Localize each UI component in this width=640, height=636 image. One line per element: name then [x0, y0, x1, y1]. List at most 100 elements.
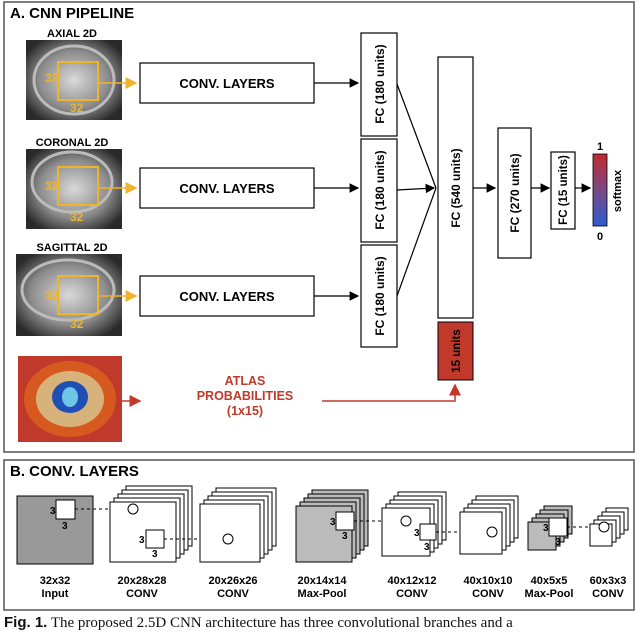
softmax-colorbar — [592, 153, 608, 227]
layer-type-1: CONV — [126, 588, 158, 600]
conv1-kernel-v: 3 — [139, 535, 145, 546]
conv3-neuron — [400, 515, 412, 527]
sagittal-patch-box — [57, 275, 99, 315]
layer-type-3: Max-Pool — [298, 588, 347, 600]
axial-patch-box — [57, 61, 99, 101]
panel-b: B. CONV. LAYERS 3 3 3 3 — [3, 459, 635, 611]
branch-axial: AXIAL 2D 32 32 CONV. LAYERS FC (180 unit… — [26, 28, 398, 137]
panel-a-title: A. CNN PIPELINE — [10, 5, 134, 22]
pool2-stack: 3 3 — [527, 505, 573, 551]
coronal-brain-contour — [30, 150, 114, 214]
merge-line-sagittal — [396, 187, 437, 297]
conv5-stack — [589, 507, 629, 547]
merge-lines — [396, 83, 437, 297]
conv2-neuron — [222, 533, 234, 545]
sagittal-size-h: 32 — [70, 317, 84, 331]
layer-type-0: Input — [42, 588, 69, 600]
pool2-kernel — [548, 517, 568, 537]
sagittal-label: SAGITTAL 2D — [36, 242, 107, 254]
fc270-label: FC (270 units) — [508, 153, 522, 232]
conv3-stack: 3 3 — [381, 491, 447, 557]
softmax-top: 1 — [597, 141, 603, 153]
layer-dims-5: 40x10x10 — [464, 575, 513, 587]
pool2-kernel-v: 3 — [543, 523, 549, 534]
conv1-kernel — [145, 529, 165, 549]
atlas-arrow-right — [322, 383, 461, 402]
axial-conv-label: CONV. LAYERS — [179, 76, 274, 91]
axial-mri-image — [26, 40, 122, 120]
atlas-core — [62, 387, 78, 407]
sagittal-brain-contour — [20, 258, 116, 322]
caption-text: The proposed 2.5D CNN architecture has t… — [50, 615, 513, 631]
branch-coronal: CORONAL 2D 32 32 CONV. LAYERS FC (180 un… — [26, 137, 398, 243]
axial-brain-contour — [32, 44, 116, 116]
layer-type-7: CONV — [592, 588, 624, 600]
conv3-kernel-v: 3 — [414, 528, 420, 539]
softmax-bottom: 0 — [597, 231, 603, 243]
input-kernel — [55, 499, 76, 520]
pool2-kernel-h: 3 — [555, 537, 561, 548]
input-kernel-v: 3 — [50, 506, 56, 517]
input-kernel-h: 3 — [62, 521, 68, 532]
conv2-stack — [199, 487, 277, 563]
conv3-kernel-h: 3 — [424, 542, 430, 553]
sagittal-fc-label: FC (180 units) — [373, 256, 387, 335]
caption-prefix: Fig. 1. — [4, 614, 48, 631]
sagittal-size-v: 32 — [45, 288, 59, 302]
layer-dims-3: 20x14x14 — [298, 575, 348, 587]
coronal-fc-label: FC (180 units) — [373, 150, 387, 229]
coronal-conv-label: CONV. LAYERS — [179, 181, 274, 196]
pool1-kernel — [335, 511, 355, 531]
branch-sagittal: SAGITTAL 2D 32 32 CONV. LAYERS FC (180 u… — [16, 242, 398, 348]
figure-caption: Fig. 1. The proposed 2.5D CNN architectu… — [4, 614, 640, 632]
sagittal-conv-label: CONV. LAYERS — [179, 289, 274, 304]
pool1-kernel-v: 3 — [330, 517, 336, 528]
fc540-label: FC (540 units) — [449, 148, 463, 227]
atlas-units-box — [437, 321, 474, 381]
softmax-label: softmax — [612, 169, 624, 212]
fc270-box — [497, 127, 532, 259]
sagittal-conv-box — [139, 275, 315, 317]
coronal-patch-box — [57, 166, 99, 206]
layer-type-2: CONV — [217, 588, 249, 600]
layer-dims-6: 40x5x5 — [531, 575, 568, 587]
axial-fc-label: FC (180 units) — [373, 44, 387, 123]
layer-dims-2: 20x26x26 — [209, 575, 258, 587]
atlas-units-label: 15 units — [451, 329, 463, 372]
coronal-size-v: 32 — [45, 179, 59, 193]
axial-size-h: 32 — [70, 101, 84, 115]
layer-type-4: CONV — [396, 588, 428, 600]
conv1-stack: 3 3 — [109, 485, 193, 563]
sagittal-mri-image — [16, 254, 122, 336]
panel-b-frame — [3, 459, 635, 611]
pool1-kernel-h: 3 — [342, 531, 348, 542]
coronal-fc-box — [360, 138, 398, 243]
coronal-label: CORONAL 2D — [36, 137, 109, 149]
axial-fc-box — [360, 32, 398, 137]
fc15-box — [550, 151, 576, 230]
layer-type-6: Max-Pool — [525, 588, 574, 600]
panel-b-title: B. CONV. LAYERS — [10, 463, 139, 480]
atlas-branch: ATLAS PROBABILITIES (1x15) 15 units — [18, 321, 474, 442]
axial-label: AXIAL 2D — [47, 28, 97, 40]
pool1-stack: 3 3 — [295, 489, 369, 563]
conv1-neuron — [127, 503, 139, 515]
coronal-conv-box — [139, 167, 315, 209]
input-square — [16, 495, 94, 565]
axial-size-v: 32 — [45, 71, 59, 85]
conv4-stack — [459, 495, 519, 555]
layer-dims-1: 20x28x28 — [118, 575, 167, 587]
coronal-size-h: 32 — [70, 210, 84, 224]
panel-a-frame — [3, 1, 635, 453]
layer-dims-7: 60x3x3 — [590, 575, 627, 587]
layer-dims-4: 40x12x12 — [388, 575, 437, 587]
conv5-neuron — [598, 521, 610, 533]
conv1-kernel-h: 3 — [152, 549, 158, 560]
sagittal-fc-box — [360, 244, 398, 348]
merge-line-coronal — [396, 183, 436, 194]
fc15-label: FC (15 units) — [558, 155, 570, 225]
atlas-line2: PROBABILITIES — [197, 389, 294, 403]
layer-type-5: CONV — [472, 588, 504, 600]
panel-a: A. CNN PIPELINE AXIAL 2D 32 32 CONV. LAY… — [3, 1, 635, 453]
atlas-line1: ATLAS — [225, 374, 266, 388]
